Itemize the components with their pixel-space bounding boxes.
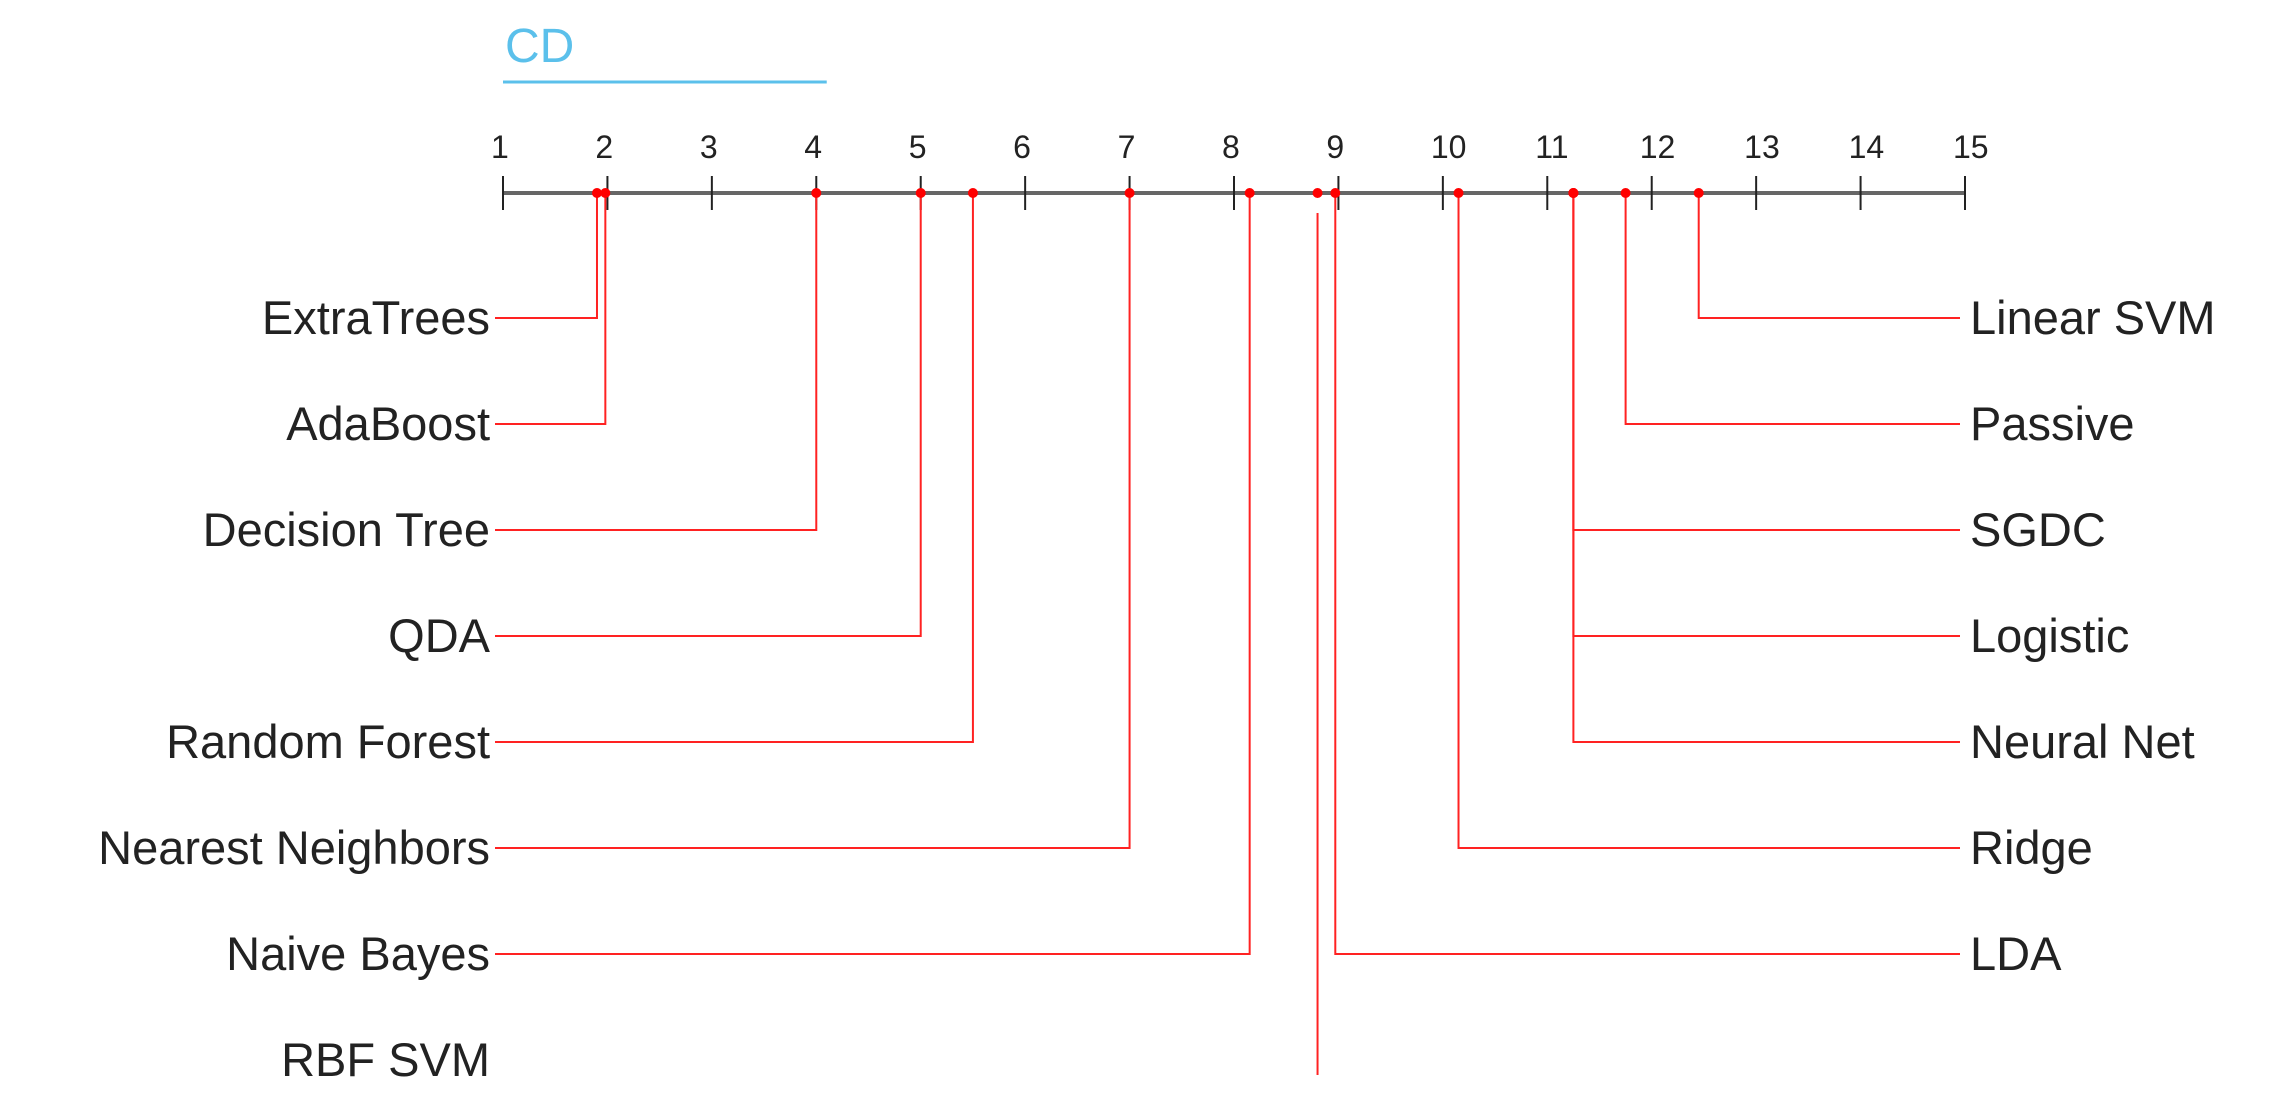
tick-label: 7 (1118, 129, 1136, 165)
method-connector (495, 193, 1131, 849)
tick-label: 1 (491, 129, 509, 165)
rank-marker (1312, 188, 1323, 198)
rank-markers (591, 188, 1704, 198)
rank-marker (915, 188, 926, 198)
method-label: QDA (388, 609, 491, 662)
method-label: RBF SVM (281, 1033, 490, 1086)
rank-marker (1568, 188, 1579, 198)
method-label: Random Forest (166, 715, 490, 768)
method-connector (495, 193, 598, 319)
tick-label: 4 (804, 129, 822, 165)
tick-label: 15 (1953, 129, 1989, 165)
tick-label: 3 (700, 129, 718, 165)
tick-label: 2 (595, 129, 613, 165)
method-connector (495, 193, 974, 743)
tick-label: 13 (1744, 129, 1780, 165)
method-connector (1572, 193, 1960, 531)
method-connector (495, 193, 607, 425)
method-connector (1572, 193, 1960, 743)
rank-marker (967, 188, 978, 198)
method-connector (1624, 193, 1960, 425)
method-connector (1697, 193, 1960, 319)
method-label: ExtraTrees (262, 291, 490, 344)
method-connector (1572, 193, 1960, 637)
cd-bar-group: CD (503, 20, 827, 84)
rank-marker (1244, 188, 1255, 198)
method-label: LDA (1970, 927, 2062, 980)
tick-label: 10 (1431, 129, 1467, 165)
tick-label: 12 (1640, 129, 1676, 165)
rank-marker (1620, 188, 1631, 198)
rank-marker (600, 188, 611, 198)
method-label: Ridge (1970, 821, 2093, 874)
method-label: Neural Net (1970, 715, 2195, 768)
rank-marker (1330, 188, 1341, 198)
tick-label: 11 (1535, 129, 1568, 165)
method-connector (495, 193, 818, 531)
rank-marker (591, 188, 602, 198)
method-connector (495, 193, 922, 637)
method-connector (495, 193, 1251, 955)
cd-label: CD (505, 20, 574, 73)
method-label: Nearest Neighbors (98, 821, 490, 874)
rank-marker (1124, 188, 1135, 198)
method-label: Passive (1970, 397, 2135, 450)
method-connector (1334, 193, 1960, 955)
method-label: Naive Bayes (226, 927, 490, 980)
method-label: Decision Tree (203, 503, 490, 556)
method-label: AdaBoost (286, 397, 490, 450)
rank-marker (811, 188, 822, 198)
rank-marker (1453, 188, 1464, 198)
method-label: SGDC (1970, 503, 2106, 556)
tick-label: 14 (1849, 129, 1885, 165)
tick-label: 6 (1013, 129, 1031, 165)
method-connector (1457, 193, 1960, 849)
tick-label: 5 (909, 129, 927, 165)
method-label: Logistic (1970, 609, 2129, 662)
method-label: Linear SVM (1970, 291, 2216, 344)
tick-label: 8 (1222, 129, 1240, 165)
tick-label: 9 (1326, 129, 1344, 165)
rank-marker (1693, 188, 1704, 198)
method-connectors (495, 193, 1960, 1075)
